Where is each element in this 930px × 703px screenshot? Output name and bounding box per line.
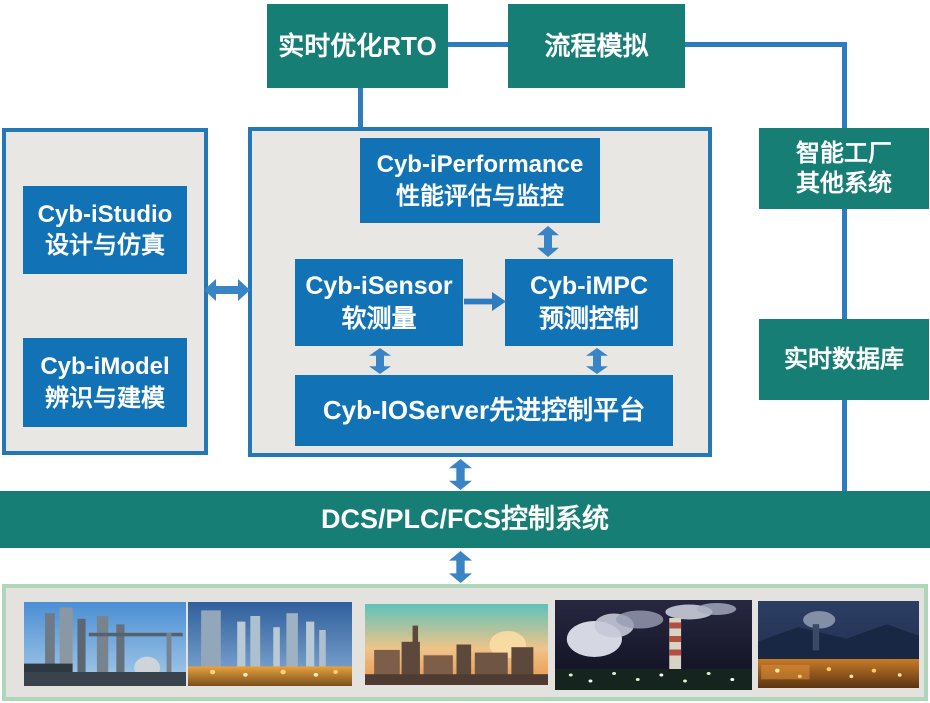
connector-rto-sim [448,42,508,47]
box-rto: 实时优化RTO [267,4,448,88]
connector-rto-down [358,88,363,128]
double-arrow-icon [204,279,250,301]
box-cyb-iperformance: Cyb-iPerformance 性能评估与监控 [360,138,600,223]
box-cyb-istudio-line2: 设计与仿真 [45,232,165,259]
arrow-right-icon [464,291,506,312]
double-arrow-icon [449,459,472,490]
photo-factory-night [555,600,752,690]
photo-skyline-sunset [365,604,548,685]
box-cyb-istudio: Cyb-iStudio 设计与仿真 [23,186,187,274]
double-arrow-icon [449,551,472,583]
box-smart-factory-systems: 智能工厂 其他系统 [759,128,929,209]
bar-dcs-label: DCS/PLC/FCS控制系统 [320,503,609,534]
box-cyb-ioserver-label: Cyb-IOServer先进控制平台 [322,394,646,425]
box-rto-label: 实时优化RTO [278,30,437,61]
box-cyb-istudio-line1: Cyb-iStudio [37,200,173,228]
box-cyb-iperformance-line2: 性能评估与监控 [396,182,564,210]
double-arrow-icon [537,226,559,257]
box-smart-factory-line2: 其他系统 [796,169,892,197]
photo-plant-night [758,601,919,688]
box-process-simulation: 流程模拟 [508,4,685,88]
photo-plant-dusk [188,602,352,686]
double-arrow-icon [586,348,608,374]
box-cyb-impc: Cyb-iMPC 预测控制 [505,259,673,346]
box-cyb-isensor-line1: Cyb-iSensor [305,272,453,300]
box-cyb-isensor-line2: 软测量 [341,304,417,333]
box-cyb-imodel-line2: 辨识与建模 [45,384,165,412]
connector-sim-right [685,42,847,47]
double-arrow-icon [369,348,391,374]
box-cyb-isensor: Cyb-iSensor 软测量 [295,259,463,346]
box-cyb-imodel-line1: Cyb-iModel [40,353,170,381]
box-cyb-iperformance-line1: Cyb-iPerformance [376,151,584,179]
photo-refinery-day [24,602,186,686]
box-realtime-database-label: 实时数据库 [784,345,904,373]
box-realtime-database: 实时数据库 [759,319,929,400]
box-cyb-impc-line2: 预测控制 [538,304,639,333]
box-cyb-imodel: Cyb-iModel 辨识与建模 [23,338,187,427]
box-cyb-impc-line1: Cyb-iMPC [529,272,649,300]
bar-dcs-control-system: DCS/PLC/FCS控制系统 [0,491,930,548]
box-process-simulation-label: 流程模拟 [544,30,649,61]
box-cyb-ioserver: Cyb-IOServer先进控制平台 [295,375,673,446]
connector-right-vertical [842,42,847,491]
box-smart-factory-line1: 智能工厂 [796,139,892,167]
